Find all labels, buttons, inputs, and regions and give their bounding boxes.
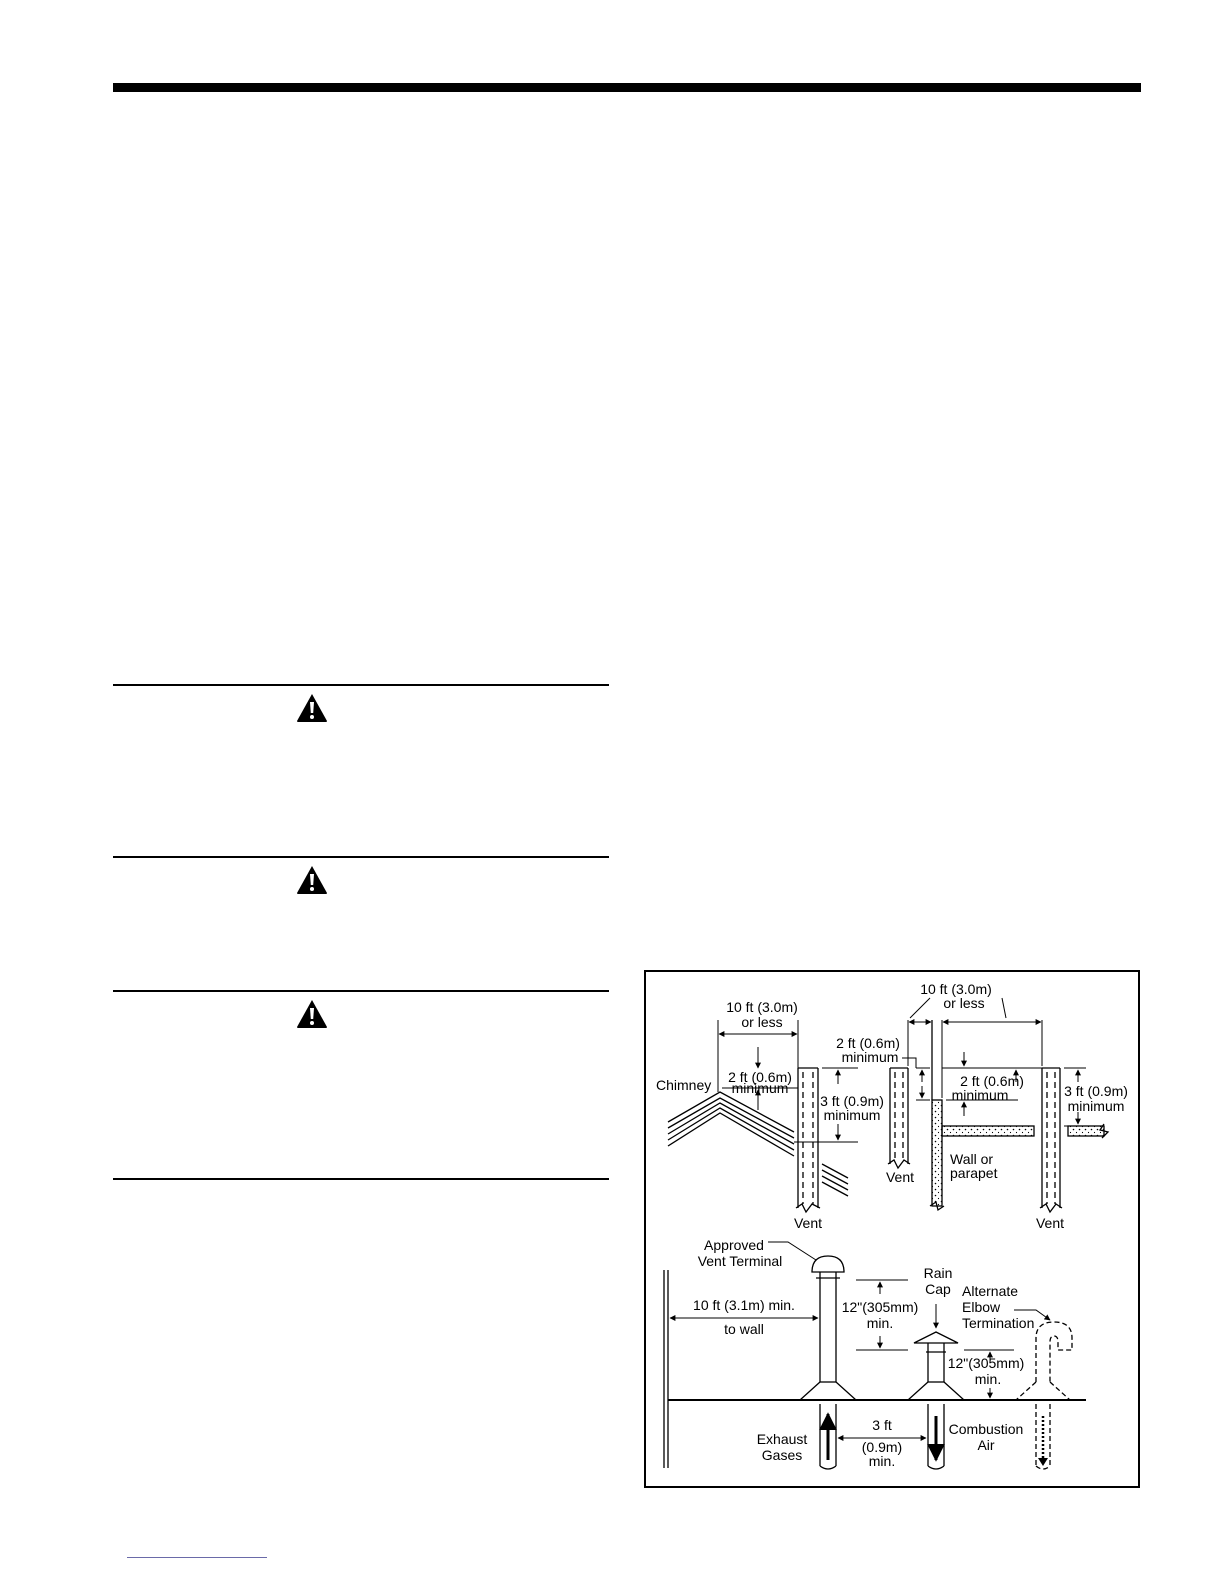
- alternate-elbow-label: Alternate: [962, 1283, 1018, 1299]
- alternate-elbow-label: Elbow: [962, 1299, 1001, 1315]
- dim-to-wall: 10 ft (3.1m) min.: [693, 1297, 795, 1313]
- exhaust-gases-label: Exhaust: [757, 1431, 808, 1447]
- parapet-dim-3ft: 3 ft (0.9m): [1064, 1083, 1128, 1099]
- roof-dim-10ft: or less: [741, 1014, 782, 1030]
- parapet-diagram: [887, 997, 1110, 1214]
- dim-12in-left: 12"(305mm): [842, 1299, 919, 1315]
- vent-clearance-diagram: 10 ft (3.0m) or less 2 ft (0.6m) minimum…: [656, 981, 1128, 1470]
- warning-divider: [113, 1178, 609, 1180]
- rain-cap-assembly: [669, 1241, 1051, 1470]
- vent-termination-figure: 10 ft (3.0m) or less 2 ft (0.6m) minimum…: [644, 970, 1140, 1488]
- footer-link-rule: [127, 1557, 267, 1558]
- rain-cap-label: Rain: [924, 1265, 953, 1281]
- rain-cap-label: Cap: [925, 1281, 951, 1297]
- roof-dim-3ft: minimum: [824, 1107, 881, 1123]
- approved-terminal-label: Approved: [704, 1237, 764, 1253]
- combustion-air-label: Combustion: [949, 1421, 1024, 1437]
- roof-dim-2ft: 2 ft (0.6m): [728, 1069, 792, 1085]
- warning-triangle-icon: [297, 1000, 327, 1028]
- roof-dim-10ft: 10 ft (3.0m): [726, 999, 798, 1015]
- chimney-label: Chimney: [656, 1077, 711, 1093]
- parapet-dim-2ft-right: 2 ft (0.6m): [960, 1073, 1024, 1089]
- wall-label: parapet: [950, 1165, 998, 1181]
- dim-3ft-between: min.: [869, 1453, 895, 1469]
- dim-3ft-between: (0.9m): [862, 1439, 902, 1455]
- warning-divider: [113, 684, 609, 686]
- warning-triangle-icon: [297, 694, 327, 722]
- approved-terminal-label: Vent Terminal: [698, 1253, 783, 1269]
- parapet-dim-2ft-left: 2 ft (0.6m): [836, 1035, 900, 1051]
- alternate-elbow: [1015, 1321, 1073, 1470]
- warning-divider: [113, 990, 609, 992]
- dim-12in-left: min.: [867, 1315, 893, 1331]
- parapet-dim-2ft-right: minimum: [952, 1087, 1009, 1103]
- exhaust-gases-label: Gases: [762, 1447, 802, 1463]
- combustion-air-label: Air: [977, 1437, 994, 1453]
- vent-label: Vent: [794, 1215, 822, 1231]
- vent-label: Vent: [1036, 1215, 1064, 1231]
- parapet-dim-10ft: 10 ft (3.0m): [920, 981, 992, 997]
- wall-label: Wall or: [950, 1151, 993, 1167]
- parapet-dim-3ft: minimum: [1068, 1098, 1125, 1114]
- top-rule: [113, 83, 1141, 92]
- dim-12in-right: min.: [975, 1371, 1001, 1387]
- dim-to-wall: to wall: [724, 1321, 764, 1337]
- vent-label: Vent: [886, 1169, 914, 1185]
- parapet-dim-10ft: or less: [943, 995, 984, 1011]
- dim-3ft-between: 3 ft: [872, 1417, 892, 1433]
- parapet-dim-2ft-left: minimum: [842, 1049, 899, 1065]
- roof-diagram: [667, 1020, 858, 1214]
- roof-dim-3ft: 3 ft (0.9m): [820, 1093, 884, 1109]
- warning-triangle-icon: [297, 866, 327, 894]
- warning-divider: [113, 856, 609, 858]
- dim-12in-right: 12"(305mm): [948, 1355, 1025, 1371]
- alternate-elbow-label: Termination: [962, 1315, 1034, 1331]
- roof-dim-2ft: minimum: [732, 1080, 789, 1096]
